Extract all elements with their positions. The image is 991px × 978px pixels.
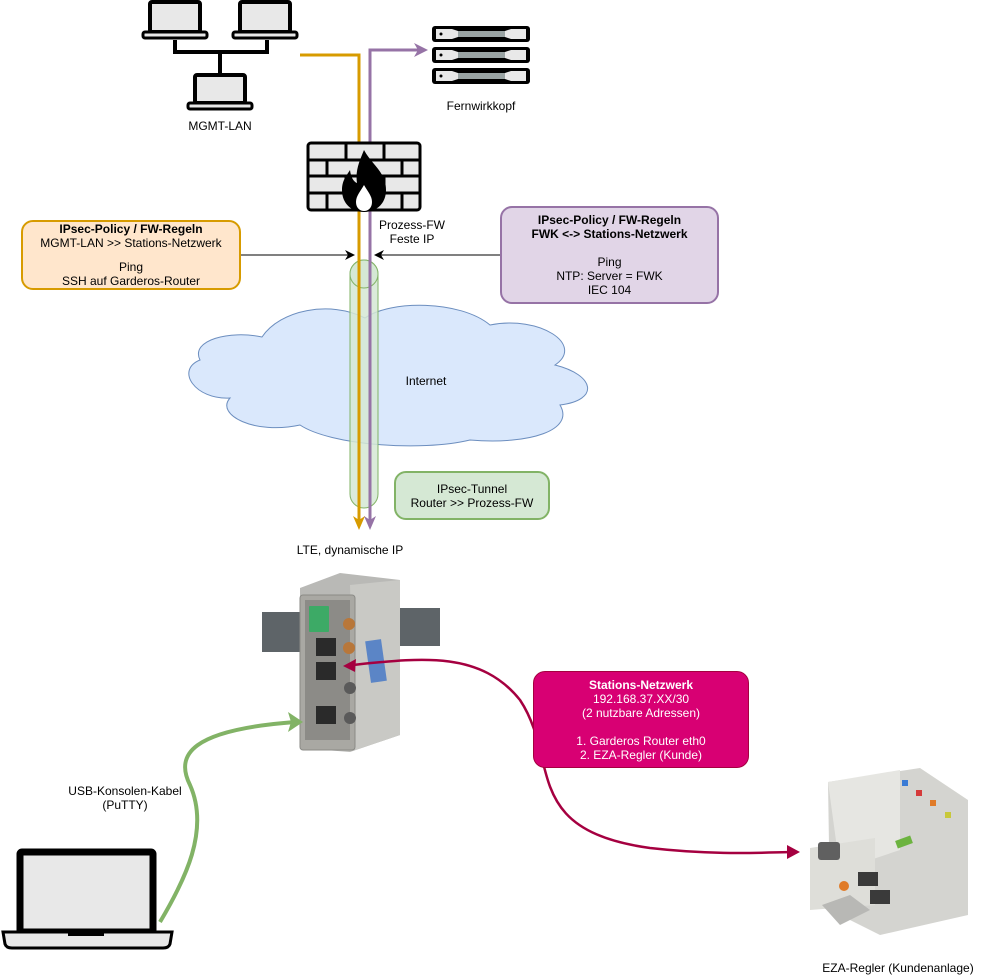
policy-fwk-subtitle: FWK <-> Stations-Netzwerk — [531, 227, 688, 241]
ipsec-tunnel-box: IPsec-Tunnel Router >> Prozess-FW — [394, 471, 550, 520]
internet-label: Internet — [405, 374, 447, 388]
laptop-icon — [1, 848, 174, 950]
mgmt-flow-arrow — [300, 53, 365, 530]
mgmt-lan-label: MGMT-LAN — [188, 119, 252, 133]
usb-cable-label: USB-Konsolen-Kabel (PuTTY) — [50, 784, 200, 812]
stations-netzwerk-subnet: 192.168.37.XX/30 — [592, 691, 690, 706]
policy-fwk-rule: Ping — [597, 255, 622, 269]
policy-fwk-box: IPsec-Policy / FW-Regeln FWK <-> Station… — [500, 206, 719, 304]
stations-netzwerk-box: Stations-Netzwerk 192.168.37.XX/30 (2 nu… — [533, 671, 749, 768]
ipsec-tunnel-direction: Router >> Prozess-FW — [410, 495, 534, 510]
policy-fwk-title: IPsec-Policy / FW-Regeln — [537, 213, 682, 227]
stations-netzwerk-host: 2. EZA-Regler (Kunde) — [579, 747, 703, 762]
plc-controller-image — [810, 768, 968, 935]
policy-mgmt-title: IPsec-Policy / FW-Regeln — [59, 222, 203, 236]
laptop-icon — [141, 0, 209, 40]
stations-netzwerk-host: 1. Garderos Router eth0 — [576, 733, 706, 748]
usb-console-cable — [158, 712, 303, 924]
stations-netzwerk-title: Stations-Netzwerk — [588, 677, 694, 692]
policy-mgmt-rule: SSH auf Garderos-Router — [61, 274, 201, 288]
router-label: LTE, dynamische IP — [296, 543, 404, 557]
ipsec-tunnel-pipe — [349, 259, 379, 509]
server-rack-icon — [432, 26, 530, 84]
policy-fwk-rule: NTP: Server = FWK — [556, 269, 663, 283]
policy-mgmt-rule: Ping — [118, 260, 144, 274]
firewall-icon — [306, 141, 422, 212]
mgmt-lan-icon — [141, 0, 299, 111]
usb-cable-tool: (PuTTY) — [102, 798, 148, 812]
laptop-icon — [231, 0, 299, 40]
laptop-icon — [186, 73, 254, 111]
policy-fwk-rule: IEC 104 — [587, 283, 632, 297]
stations-netzwerk-capacity: (2 nutzbare Adressen) — [581, 705, 701, 720]
fernwirkkopf-label: Fernwirkkopf — [446, 99, 516, 113]
usb-cable-name: USB-Konsolen-Kabel — [68, 784, 182, 798]
internet-cloud-icon — [188, 304, 589, 447]
ipsec-tunnel-title: IPsec-Tunnel — [436, 481, 508, 496]
policy-mgmt-box: IPsec-Policy / FW-Regeln MGMT-LAN >> Sta… — [21, 220, 241, 290]
station-network-link — [343, 658, 800, 859]
fwk-flow-arrow — [364, 43, 428, 530]
prozess-fw-name: Prozess-FW — [379, 218, 445, 232]
prozess-fw-label: Prozess-FW Feste IP — [362, 218, 462, 246]
eza-regler-label: EZA-Regler (Kundenanlage) — [822, 961, 974, 975]
policy-mgmt-subtitle: MGMT-LAN >> Stations-Netzwerk — [40, 236, 222, 250]
prozess-fw-ip: Feste IP — [389, 232, 435, 246]
